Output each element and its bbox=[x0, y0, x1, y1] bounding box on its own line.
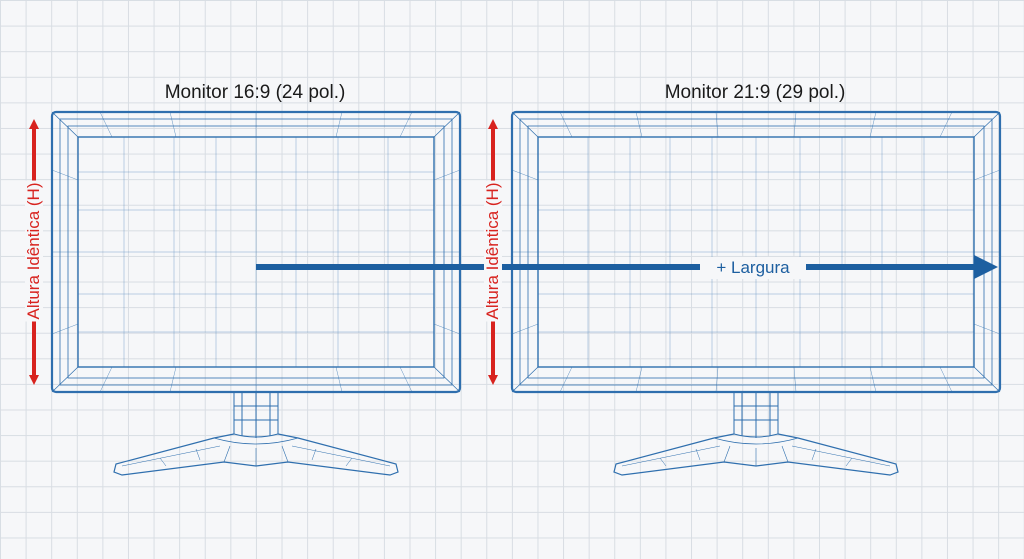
monitor-21-9-title: Monitor 21:9 (29 pol.) bbox=[664, 82, 846, 103]
width-arrow bbox=[256, 255, 998, 279]
monitor-16-9-base bbox=[113, 433, 399, 476]
monitor-21-9-screen-mesh bbox=[538, 137, 974, 367]
height-label-right: Altura Idêntica (H) bbox=[483, 180, 502, 322]
monitor-21-9-neck bbox=[733, 392, 779, 438]
width-arrowhead bbox=[974, 255, 998, 279]
monitor-16-9-neck bbox=[233, 392, 279, 438]
monitor-21-9 bbox=[510, 110, 1002, 476]
height-label-left: Altura Idêntica (H) bbox=[24, 180, 43, 322]
width-label: + Largura bbox=[700, 257, 806, 279]
monitor-21-9-base bbox=[613, 433, 899, 476]
monitor-16-9-title: Monitor 16:9 (24 pol.) bbox=[164, 82, 346, 103]
monitor-16-9-screen-mesh bbox=[78, 137, 434, 367]
monitor-16-9 bbox=[50, 110, 462, 476]
